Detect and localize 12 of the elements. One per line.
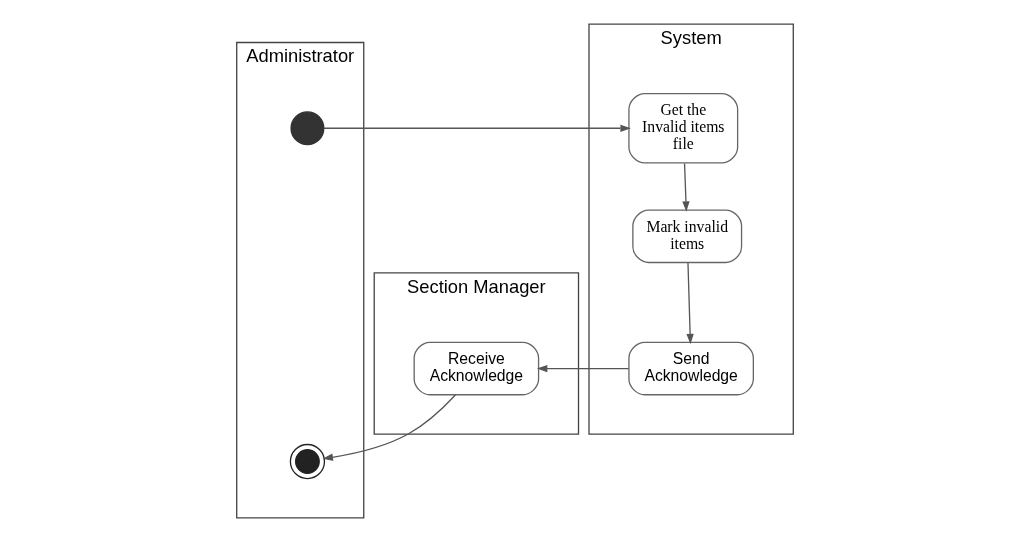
node-box: Mark invalid items — [631, 209, 742, 264]
node-box: Receive Acknowledge — [413, 341, 539, 396]
arrow — [685, 261, 694, 345]
node-box: Send Acknowledge — [627, 341, 754, 396]
node-circle — [289, 111, 324, 146]
cluster: Administrator — [235, 41, 364, 519]
arrow — [681, 162, 690, 212]
arrow — [536, 364, 629, 373]
node-bullseye — [289, 443, 325, 480]
arrow — [322, 124, 631, 132]
node-box: Get the Invalid items file — [627, 92, 738, 164]
arrow — [321, 394, 456, 461]
